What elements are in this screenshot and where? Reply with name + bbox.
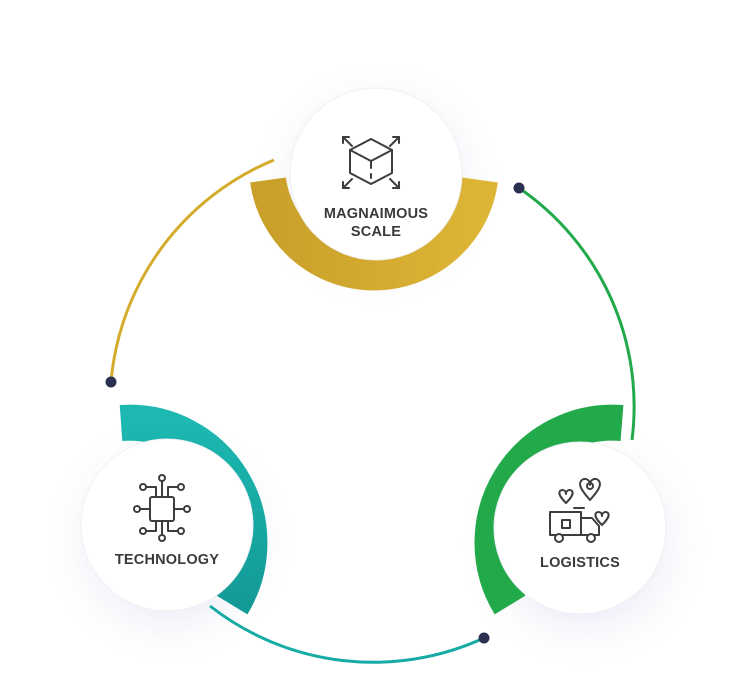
connector-scale-technology xyxy=(109,158,275,383)
cube-expand-icon xyxy=(342,136,400,189)
scale-node xyxy=(289,87,463,261)
technology-label-line1: TECHNOLOGY xyxy=(114,552,220,568)
scale-accent-arc xyxy=(250,177,498,291)
endpoint-dot-bottom xyxy=(478,632,490,644)
logistics-node xyxy=(493,441,667,615)
connector-technology-logistics xyxy=(209,604,485,664)
scale-label: MAGNAIMOUS SCALE xyxy=(296,205,456,241)
logistics-label-line1: LOGISTICS xyxy=(540,555,620,571)
connector-scale-logistics xyxy=(518,186,636,441)
scale-label-line1: MAGNAIMOUS xyxy=(323,206,429,222)
logistics-label: LOGISTICS xyxy=(500,554,660,572)
endpoint-dot-left xyxy=(105,376,117,388)
technology-node xyxy=(80,438,254,612)
microchip-circuit-icon xyxy=(133,474,191,542)
delivery-truck-location-icon xyxy=(549,477,610,543)
technology-label: TECHNOLOGY xyxy=(87,551,247,569)
scale-label-line2: SCALE xyxy=(350,224,402,240)
endpoint-dot-top-right xyxy=(513,182,525,194)
